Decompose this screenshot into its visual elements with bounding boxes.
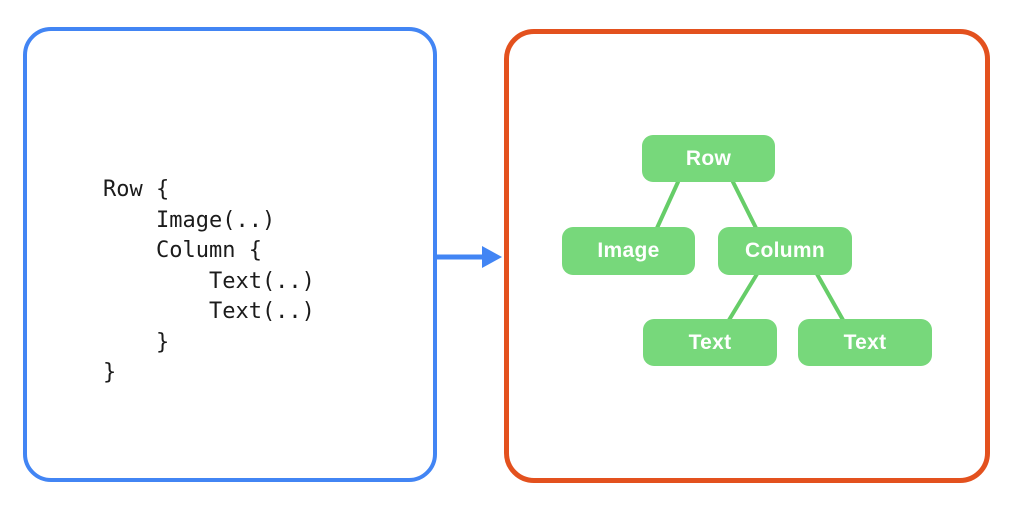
tree-edge: [727, 272, 759, 322]
tree-edge: [655, 180, 680, 230]
code-line: Text(..): [103, 299, 315, 324]
tree-node-text-1: Text: [643, 319, 777, 366]
code-line: Image(..): [103, 207, 276, 233]
tree-edge: [815, 272, 845, 322]
tree-node-column: Column: [718, 227, 852, 275]
code-panel: Row { Image(..) Column { Text(..) Text(.…: [23, 27, 437, 482]
tree-node-image: Image: [562, 227, 695, 275]
tree-edge: [731, 180, 758, 230]
code-line: Column {: [103, 238, 262, 263]
tree-edges: [655, 180, 845, 322]
code-block: Row { Image(..) Column { Text(..) Text(.…: [103, 175, 315, 389]
tree-node-row: Row: [642, 135, 775, 182]
tree-panel: Row Image Column Text Text: [504, 29, 990, 483]
arrow-right-icon: [433, 246, 502, 268]
code-line: Row {: [103, 177, 170, 202]
tree-node-text-2: Text: [798, 319, 932, 366]
code-line: }: [103, 329, 170, 355]
code-line: Text(..): [103, 268, 315, 294]
code-line: }: [103, 360, 117, 385]
